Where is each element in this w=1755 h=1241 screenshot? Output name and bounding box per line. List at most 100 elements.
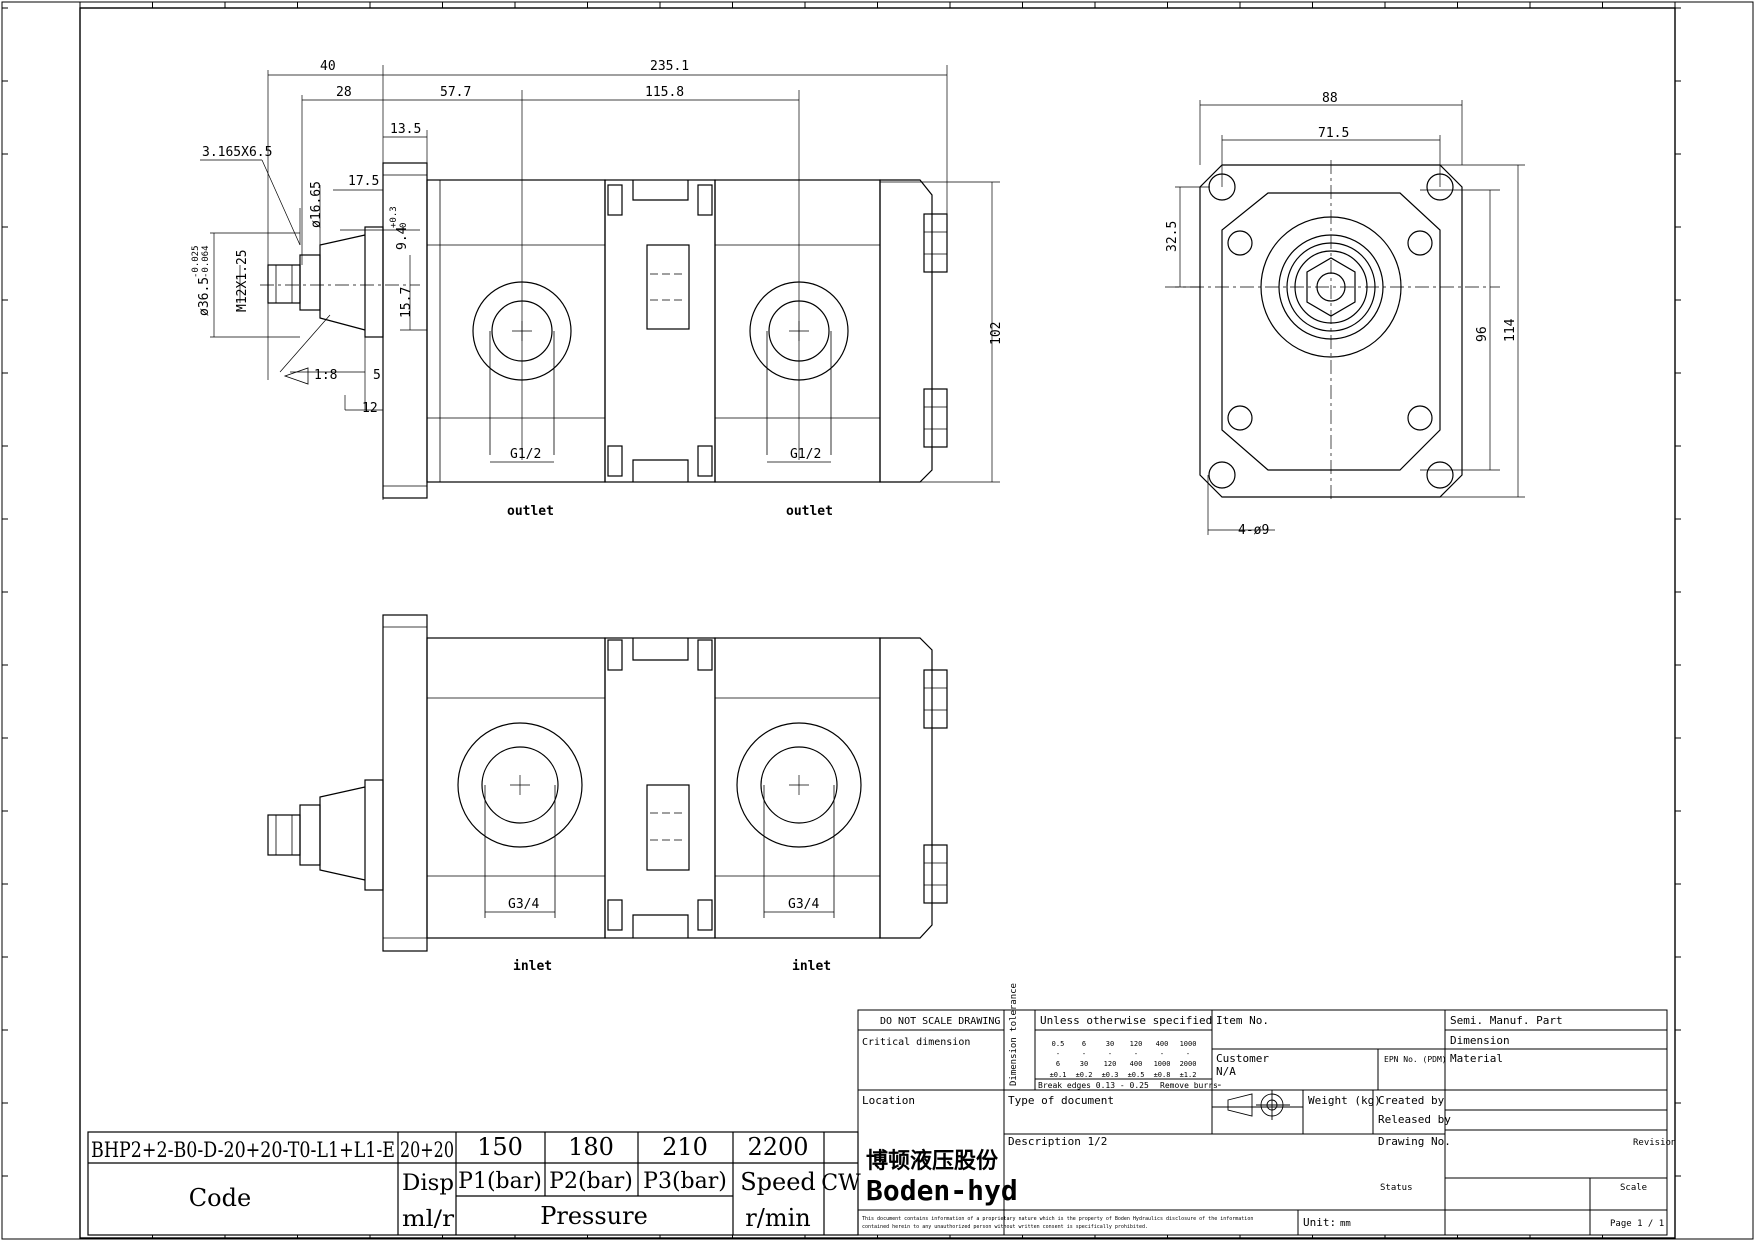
title-block-texts: DO NOT SCALE DRAWING Critical dimension …: [862, 983, 1676, 1230]
dim-36-5-tol-lo: -0.064: [201, 245, 211, 278]
tolerance-cell: ±0.5: [1128, 1071, 1145, 1079]
spec-p1-value: 150: [477, 1133, 523, 1161]
tolerance-cell: ±0.3: [1102, 1071, 1119, 1079]
tolerance-cell: 30: [1080, 1060, 1088, 1068]
tb-revision: Revision: [1633, 1138, 1676, 1148]
tb-epn: EPN No. (PDM): [1384, 1055, 1447, 1064]
dim-17-5: 17.5: [348, 174, 379, 189]
tolerance-cell: 30: [1106, 1040, 1114, 1048]
dim-71-5: 71.5: [1318, 126, 1349, 141]
spec-code-label: Code: [189, 1184, 251, 1212]
dim-88: 88: [1322, 91, 1338, 106]
spec-p1-label: P1(bar): [458, 1169, 542, 1194]
dim-115-8: 115.8: [645, 85, 684, 100]
tolerance-dash: -: [1082, 1050, 1086, 1058]
tolerance-dash: -: [1134, 1050, 1138, 1058]
dim-13-5: 13.5: [390, 122, 421, 137]
tb-customer: Customer: [1216, 1052, 1269, 1065]
label-inlet-1: inlet: [513, 959, 552, 974]
spec-speed-label: Speed: [740, 1168, 816, 1196]
projection-symbol: [1227, 1090, 1290, 1120]
dim-32-5: 32.5: [1165, 221, 1180, 252]
tolerance-dash: -: [1160, 1050, 1164, 1058]
tb-scale: Scale: [1620, 1183, 1647, 1193]
side-view-bottom: [267, 614, 948, 952]
tolerance-cell: ±0.8: [1154, 1071, 1171, 1079]
tolerance-dash: -: [1108, 1050, 1112, 1058]
tolerance-cell: 400: [1130, 1060, 1143, 1068]
dim-9-4: 9.4: [395, 226, 410, 250]
centerlines-top: [260, 90, 809, 460]
tb-drawing-no: Drawing No.: [1378, 1135, 1451, 1148]
dim-12: 12: [362, 401, 378, 416]
frame-ticks: [2, 2, 1681, 1239]
tb-do-not-scale: DO NOT SCALE DRAWING: [880, 1016, 1000, 1027]
tolerance-cell: 1000: [1180, 1040, 1197, 1048]
spec-p2-label: P2(bar): [549, 1169, 633, 1194]
tb-weight: Weight (kg): [1308, 1094, 1381, 1107]
taper-symbol: [283, 367, 309, 385]
dim-5: 5: [373, 368, 381, 383]
tb-notice-2: contained herein to any unauthorized per…: [862, 1224, 1148, 1230]
tb-customer-value: N/A: [1216, 1065, 1236, 1078]
dimension-lines-top: [200, 65, 1000, 500]
tolerance-cell: 400: [1156, 1040, 1169, 1048]
tb-item-no: Item No.: [1216, 1014, 1269, 1027]
dim-102: 102: [989, 322, 1004, 345]
logo-en: Boden-hyd: [866, 1174, 1018, 1207]
tb-description: Description 1/2: [1008, 1135, 1107, 1148]
tolerance-cell: 6: [1056, 1060, 1060, 1068]
tb-notice-1: This document contains information of a …: [862, 1216, 1253, 1222]
spec-speed-unit: r/min: [745, 1204, 810, 1232]
spec-p2-value: 180: [568, 1133, 614, 1161]
spec-disp-value: 20+20: [400, 1138, 454, 1162]
dimension-texts: 40 235.1 28 57.7 115.8 13.5 3.165X6.5 17…: [191, 59, 1518, 974]
spec-disp-unit: ml/r: [402, 1207, 455, 1232]
thread-m12: M12X1.25: [235, 249, 250, 312]
dim-57-7: 57.7: [440, 85, 471, 100]
tb-page: Page 1 / 1: [1610, 1219, 1664, 1229]
spec-code-value: BHP2+2-B0-D-20+20-T0-L1+L1-E: [91, 1138, 395, 1162]
side-view-top: [267, 162, 948, 499]
dim-9-4-tol-up: +0.3: [389, 206, 399, 228]
spec-disp-label: Disp: [402, 1171, 454, 1196]
tolerance-cell: 0.5: [1052, 1040, 1065, 1048]
port-g34-2: G3/4: [788, 897, 819, 912]
tb-dash: -: [1216, 1078, 1223, 1091]
title-block: [857, 1009, 1668, 1236]
tolerance-cell: 2000: [1180, 1060, 1197, 1068]
port-g12-1: G1/2: [510, 447, 541, 462]
port-g12-2: G1/2: [790, 447, 821, 462]
label-inlet-2: inlet: [792, 959, 831, 974]
tolerance-cell: 1000: [1154, 1060, 1171, 1068]
dim-40: 40: [320, 59, 336, 74]
tolerance-dash: -: [1186, 1050, 1190, 1058]
spec-p3-label: P3(bar): [643, 1169, 727, 1194]
tb-status: Status: [1380, 1183, 1413, 1193]
dim-15-7: 15.7: [399, 287, 414, 318]
spec-pressure-label: Pressure: [540, 1202, 648, 1230]
tb-break-edges: Break edges 0.13 - 0.25: [1038, 1081, 1149, 1090]
logo-cn: 博顿液压股份: [866, 1148, 999, 1174]
tolerance-cell: 120: [1130, 1040, 1143, 1048]
dim-9-4-tol-lo: 0: [399, 223, 409, 228]
tb-type-doc: Type of document: [1008, 1094, 1114, 1107]
taper-1-8: 1:8: [314, 368, 337, 383]
dim-36-5: ø36.5: [197, 277, 212, 316]
end-view-dimensions: [1175, 100, 1525, 535]
dim-96: 96: [1475, 326, 1490, 342]
port-g34-1: G3/4: [508, 897, 539, 912]
dim-3165: 3.165X6.5: [202, 145, 272, 160]
tolerance-cell: ±0.2: [1076, 1071, 1093, 1079]
spec-p3-value: 210: [662, 1133, 708, 1161]
tb-unit-value: mm: [1340, 1219, 1351, 1229]
tb-created: Created by: [1378, 1094, 1445, 1107]
tb-dimension: Dimension: [1450, 1034, 1510, 1047]
tb-remove-burrs: Remove burrs: [1160, 1081, 1218, 1090]
tb-released: Released by: [1378, 1113, 1451, 1126]
tb-unless: Unless otherwise specified: [1040, 1014, 1212, 1027]
tb-semi: Semi. Manuf. Part: [1450, 1014, 1563, 1027]
tolerance-dash: -: [1056, 1050, 1060, 1058]
